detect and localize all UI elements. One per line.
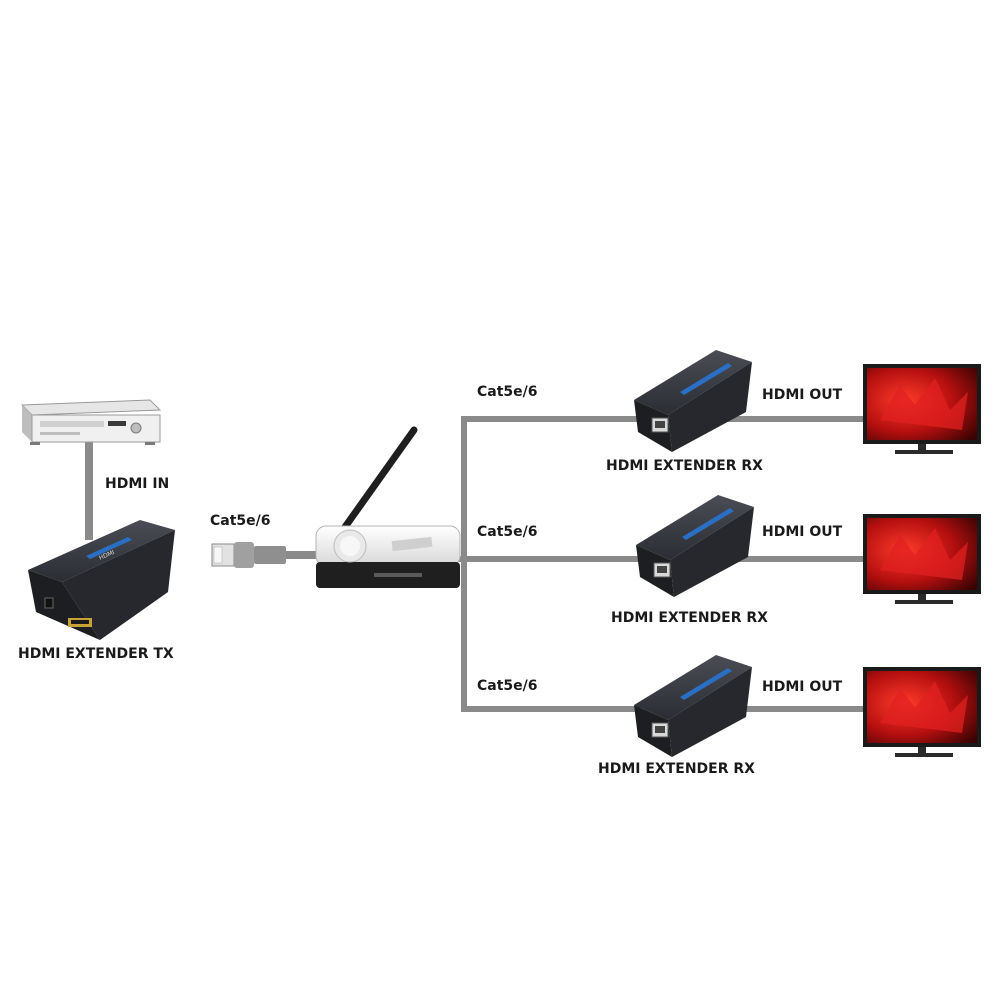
dvd-player-icon (20, 399, 162, 445)
cable-branch-3 (461, 706, 641, 712)
cat-main-label: Cat5e/6 (210, 513, 271, 529)
cable-branch-2 (461, 556, 646, 562)
rx-name-label-3: HDMI EXTENDER RX (598, 761, 755, 777)
cable-rx1-to-tv (722, 416, 864, 422)
rj45-plug-icon (211, 542, 286, 568)
hdmi-extender-tx-icon: HDMI (28, 520, 175, 640)
hdmi-extender-rx-icon-3 (634, 655, 752, 757)
cable-trunk (461, 416, 467, 712)
cable-rx2-to-tv (724, 556, 864, 562)
cable-source-to-tx (85, 440, 93, 540)
cable-branch-1 (461, 416, 641, 422)
hdmi-extender-rx-icon-1 (634, 350, 752, 452)
cables (85, 416, 864, 712)
tv-monitor-icon-3 (863, 667, 981, 757)
hdmi-extender-rx-icon-2 (636, 495, 754, 597)
rx-cable-label-2: Cat5e/6 (477, 524, 538, 540)
rx-cable-label-3: Cat5e/6 (477, 678, 538, 694)
cable-rx3-to-tv (722, 706, 864, 712)
hdmi-in-label: HDMI IN (105, 476, 170, 492)
rx-name-label-2: HDMI EXTENDER RX (611, 610, 768, 626)
wireless-router-icon (315, 426, 461, 588)
cable-tx-to-router (285, 551, 323, 559)
rx-cable-label-1: Cat5e/6 (477, 384, 538, 400)
tv-monitor-icon-2 (863, 514, 981, 604)
rx-name-label-1: HDMI EXTENDER RX (606, 458, 763, 474)
hdmi-out-label-1: HDMI OUT (762, 387, 843, 403)
hdmi-out-label-3: HDMI OUT (762, 679, 843, 695)
hdmi-out-label-2: HDMI OUT (762, 524, 843, 540)
tv-monitor-icon-1 (863, 364, 981, 454)
tx-name-label: HDMI EXTENDER TX (18, 646, 174, 662)
